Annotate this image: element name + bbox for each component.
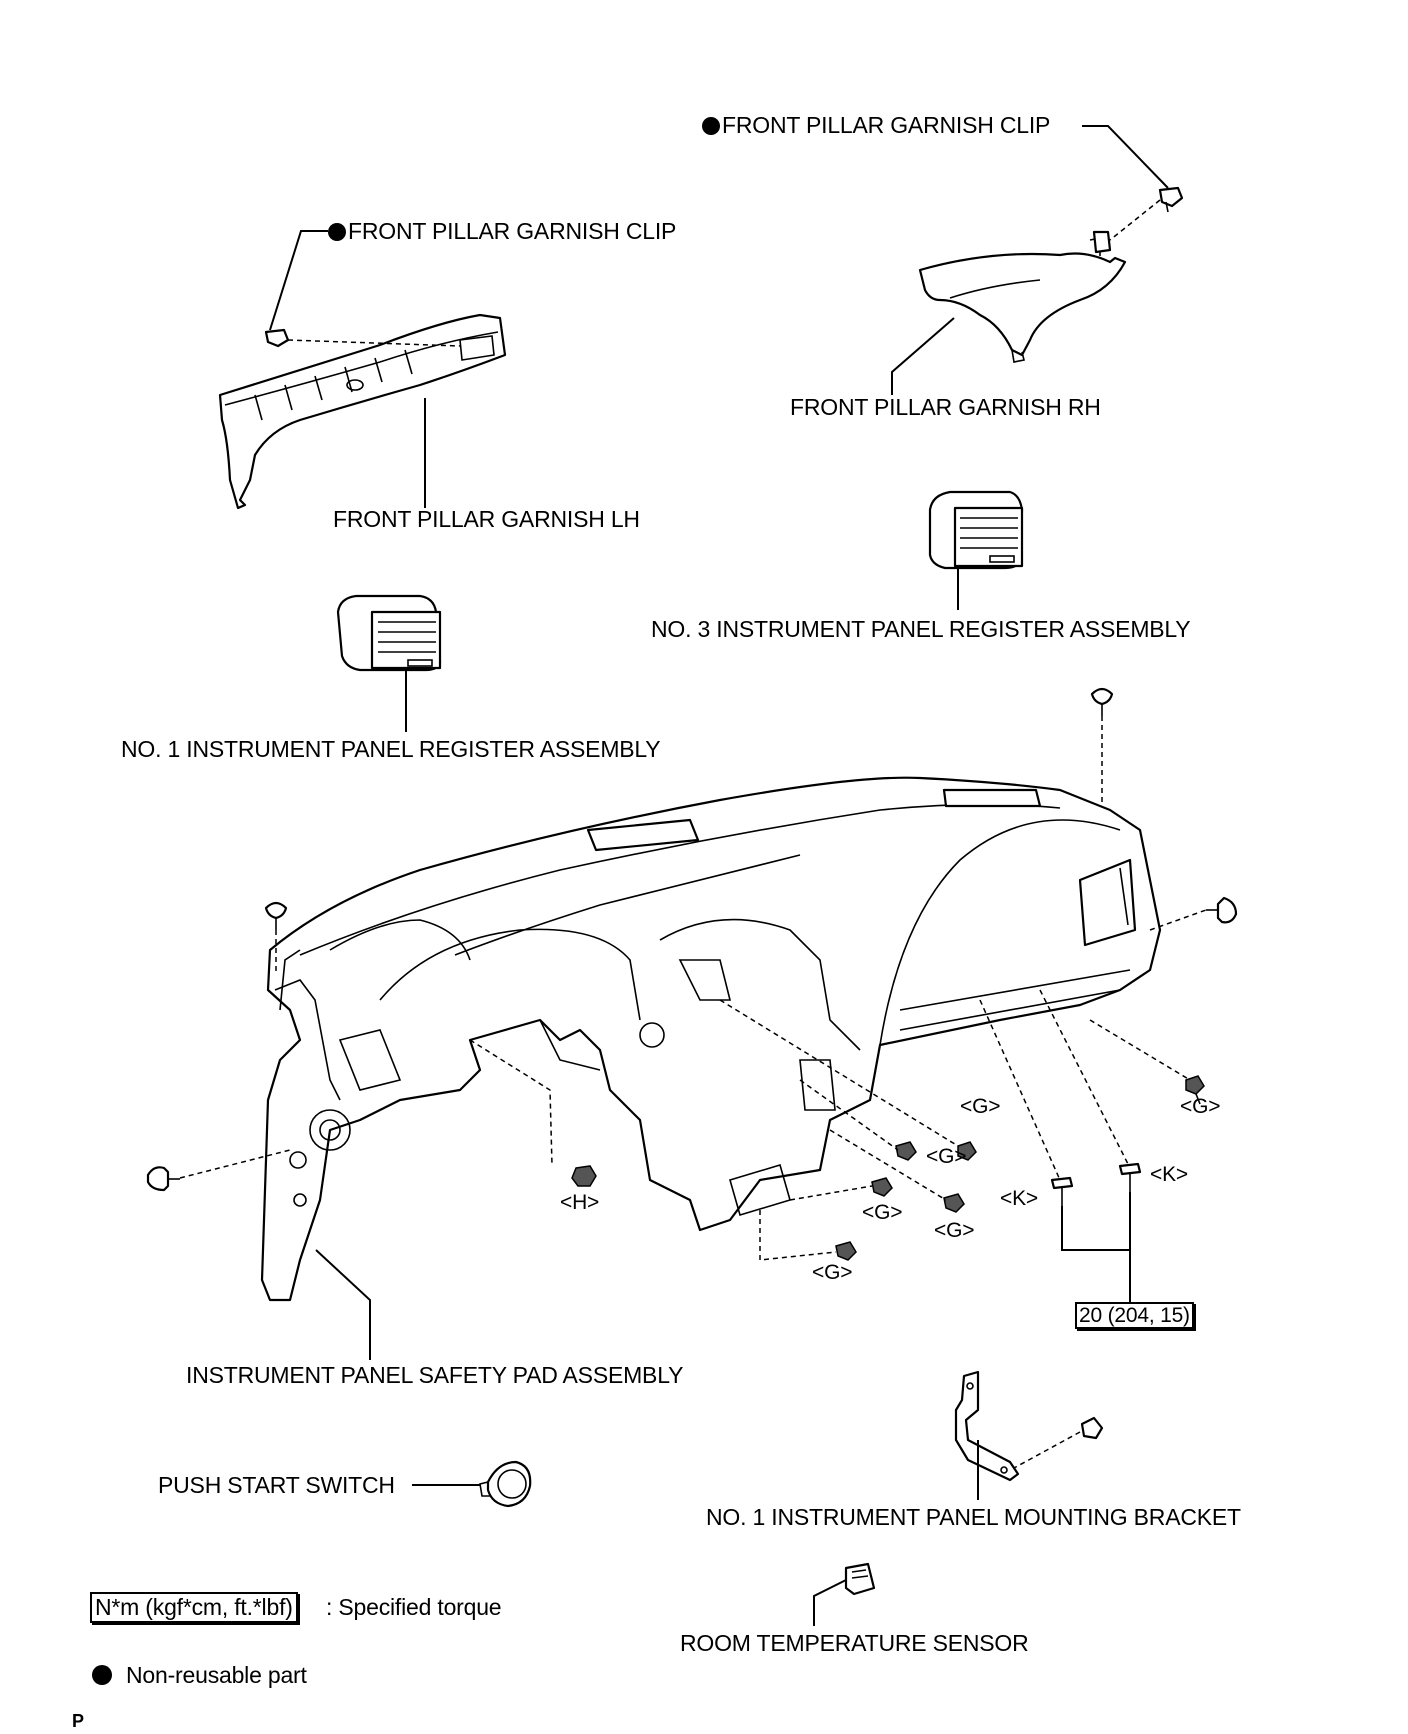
- label-no3-register-assembly: NO. 3 INSTRUMENT PANEL REGISTER ASSEMBLY: [651, 616, 1191, 642]
- non-reusable-dot-icon: [328, 223, 346, 241]
- label-fastener-k-1: <K>: [1150, 1163, 1188, 1186]
- label-fastener-g-3: <G>: [926, 1145, 967, 1168]
- label-front-pillar-garnish-lh: FRONT PILLAR GARNISH LH: [333, 506, 640, 532]
- label-front-pillar-garnish-clip-lh: FRONT PILLAR GARNISH CLIP: [348, 218, 677, 244]
- front-pillar-garnish-rh-drawing: [918, 230, 1127, 363]
- fastener-g-bolts-drawing: [835, 1075, 1205, 1261]
- non-reusable-dot-icon: [92, 1665, 112, 1685]
- label-front-pillar-garnish-clip-rh: FRONT PILLAR GARNISH CLIP: [722, 112, 1051, 138]
- push-start-switch-drawing: [479, 1460, 532, 1508]
- label-front-pillar-garnish-rh: FRONT PILLAR GARNISH RH: [790, 394, 1101, 420]
- label-room-temp-sensor: ROOM TEMPERATURE SENSOR: [680, 1630, 1029, 1656]
- non-reusable-dot-icon: [702, 117, 720, 135]
- front-pillar-garnish-lh-drawing: [218, 313, 507, 510]
- label-fastener-g-1: <G>: [960, 1095, 1001, 1118]
- mounting-bracket-bolt-drawing: [1080, 1416, 1104, 1440]
- pad-left-side-clip-drawing: [146, 1166, 180, 1192]
- pad-left-top-clip-drawing: [264, 901, 288, 930]
- fastener-h-nut-drawing: [571, 1165, 597, 1187]
- fastener-k-bolts-drawing: [1050, 1162, 1142, 1206]
- mounting-bracket-drawing: [954, 1370, 1020, 1482]
- label-fastener-g-2: <G>: [1180, 1095, 1221, 1118]
- no3-register-assembly-drawing: [928, 490, 1024, 570]
- legend-nonreusable-desc: Non-reusable part: [126, 1662, 307, 1688]
- room-temp-sensor-drawing: [844, 1562, 876, 1596]
- pad-top-clip-drawing: [1090, 687, 1114, 716]
- legend-nonreusable-row: Non-reusable part: [92, 1664, 307, 1687]
- page-mark: P: [72, 1711, 84, 1731]
- label-fastener-g-5: <G>: [934, 1219, 975, 1242]
- front-pillar-garnish-clip-rh-drawing: [1158, 186, 1184, 213]
- label-clip-rh-row: FRONT PILLAR GARNISH CLIP: [702, 114, 1050, 137]
- label-mounting-bracket: NO. 1 INSTRUMENT PANEL MOUNTING BRACKET: [706, 1504, 1241, 1530]
- front-pillar-garnish-clip-lh-drawing: [264, 328, 290, 348]
- label-fastener-k-2: <K>: [1000, 1187, 1038, 1210]
- safety-pad-assembly-drawing: [260, 776, 1162, 1302]
- label-fastener-g-4: <G>: [862, 1201, 903, 1224]
- label-fastener-g-6: <G>: [812, 1261, 853, 1284]
- pad-right-side-clip-drawing: [1206, 896, 1238, 924]
- label-clip-lh-row: FRONT PILLAR GARNISH CLIP: [328, 220, 676, 243]
- no1-register-assembly-drawing: [336, 594, 442, 672]
- label-no1-register-assembly: NO. 1 INSTRUMENT PANEL REGISTER ASSEMBLY: [121, 736, 661, 762]
- label-push-start-switch: PUSH START SWITCH: [158, 1472, 395, 1498]
- torque-spec-box: 20 (204, 15): [1075, 1302, 1194, 1329]
- legend-torque-desc: : Specified torque: [326, 1594, 502, 1620]
- label-safety-pad-assembly: INSTRUMENT PANEL SAFETY PAD ASSEMBLY: [186, 1362, 684, 1388]
- legend-torque-unit-box: N*m (kgf*cm, ft.*lbf): [90, 1592, 298, 1623]
- label-fastener-h: <H>: [560, 1191, 600, 1214]
